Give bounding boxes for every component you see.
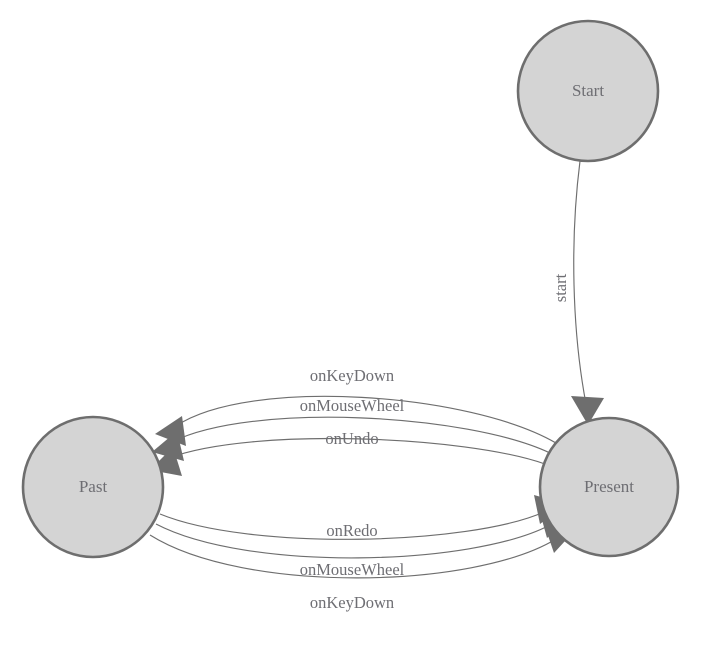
edge-label-start: start xyxy=(551,273,570,302)
node-past-label: Past xyxy=(79,477,108,496)
edge-path-start-present xyxy=(573,160,587,405)
edge-path-past-present-onmousewheel xyxy=(155,523,551,559)
edge-present-to-past-onmousewheel[interactable]: onMouseWheel xyxy=(152,396,551,461)
edge-past-to-present-onredo[interactable]: onRedo xyxy=(159,495,566,540)
edge-path-past-present-onkeydown xyxy=(149,534,557,579)
node-present[interactable]: Present xyxy=(538,416,680,558)
node-present-circle xyxy=(538,416,680,558)
node-start[interactable]: Start xyxy=(516,19,660,163)
edge-present-to-past-onundo[interactable]: onUndo xyxy=(150,429,546,476)
node-past[interactable]: Past xyxy=(21,415,165,559)
node-start-circle xyxy=(516,19,660,163)
edge-path-present-past-onmousewheel xyxy=(171,416,551,454)
edge-label-present-past-onundo: onUndo xyxy=(325,429,378,448)
node-start-label: Start xyxy=(572,81,604,100)
edge-label-past-present-onredo: onRedo xyxy=(326,521,377,540)
edge-past-to-present-onmousewheel[interactable]: onMouseWheel xyxy=(155,509,571,579)
edge-present-to-past-onkeydown[interactable]: onKeyDown xyxy=(155,366,557,446)
edge-label-present-past-onkeydown: onKeyDown xyxy=(310,366,394,385)
node-past-circle xyxy=(21,415,165,559)
edge-label-present-past-onmousewheel: onMouseWheel xyxy=(300,396,405,415)
edge-label-past-present-onmousewheel: onMouseWheel xyxy=(300,560,405,579)
edge-path-past-present-onredo xyxy=(159,511,545,540)
edge-start-to-present[interactable]: start xyxy=(551,160,604,425)
edge-arrowhead-start-present xyxy=(571,396,604,425)
edge-arrowhead-present-past-onmousewheel xyxy=(152,431,184,461)
edge-path-present-past-onundo xyxy=(168,437,546,465)
edge-path-present-past-onkeydown xyxy=(175,395,557,444)
edge-label-past-present-onkeydown: onKeyDown xyxy=(310,593,394,612)
node-present-label: Present xyxy=(584,477,634,496)
